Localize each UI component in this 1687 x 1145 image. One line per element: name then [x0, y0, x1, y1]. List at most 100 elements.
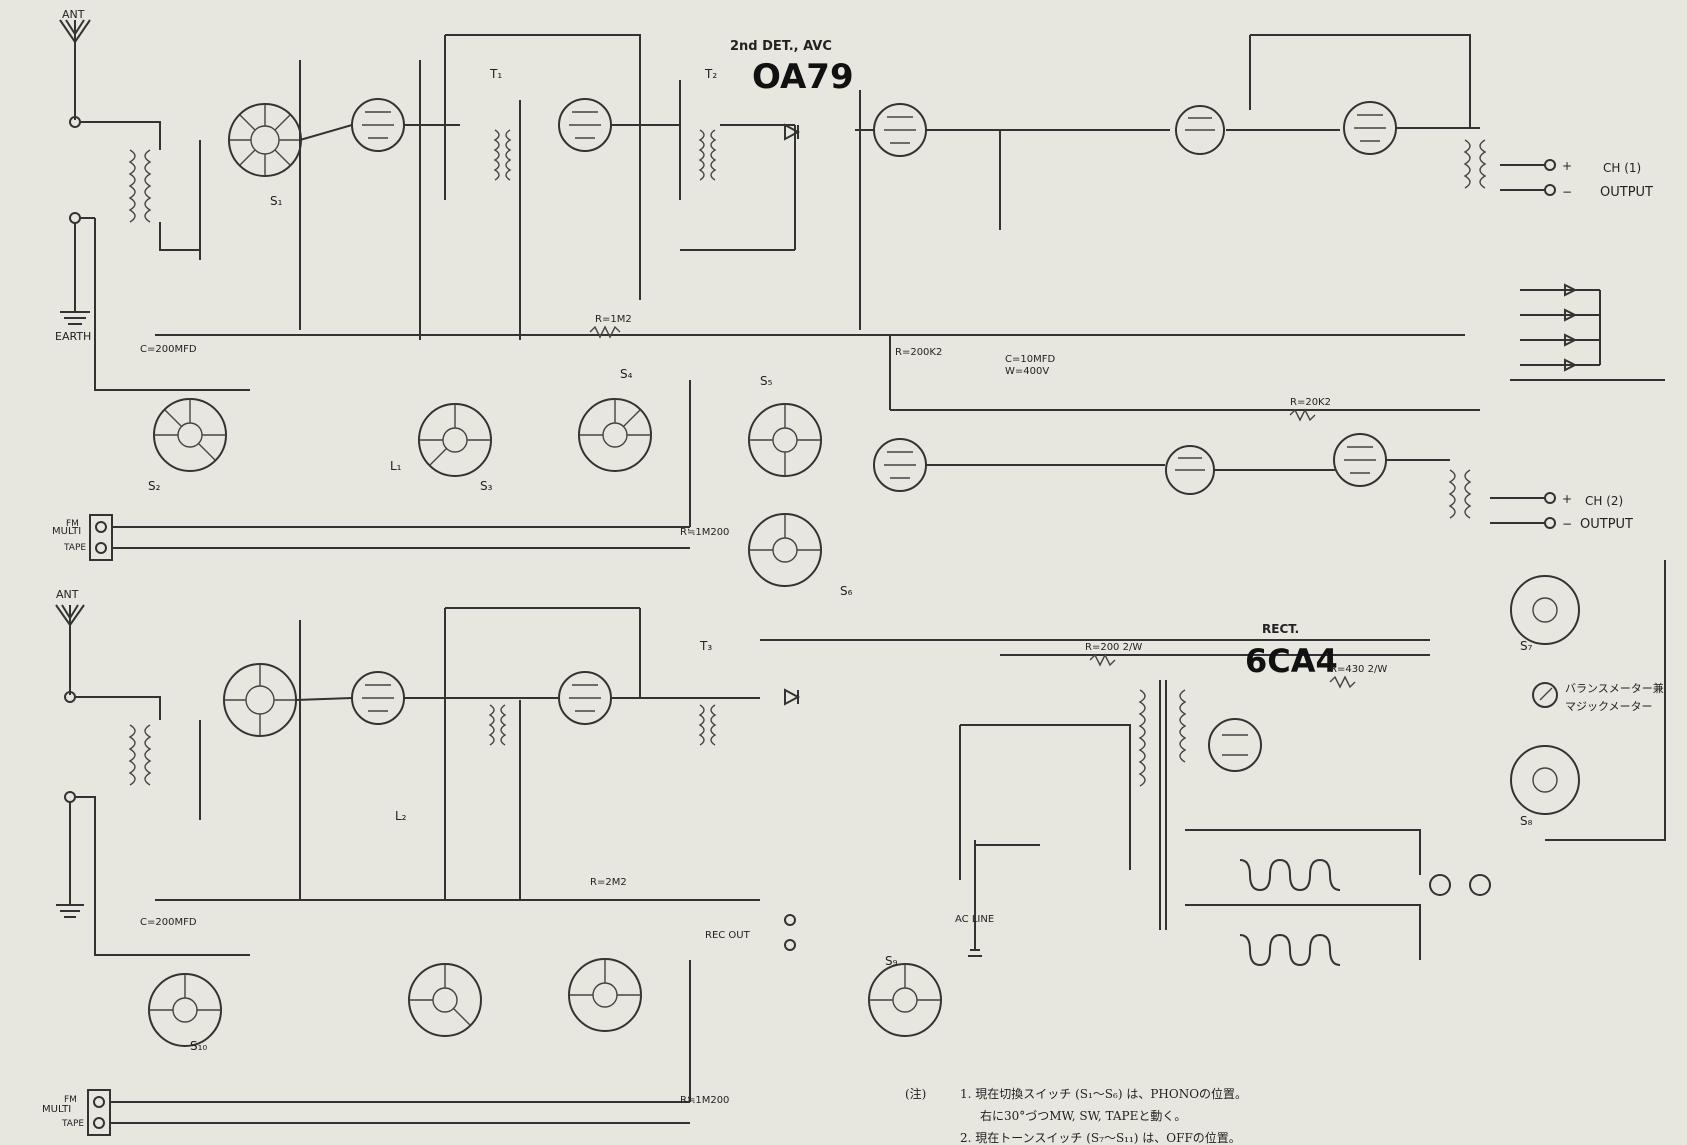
switch-label: T₃: [699, 639, 712, 653]
output-top-plus: +: [1562, 159, 1572, 173]
multi-top-tape: TAPE: [63, 543, 86, 553]
switch-label: L₁: [390, 459, 402, 473]
switch-s3-top-icon: [153, 398, 227, 472]
detector-tube-label: OA79: [752, 57, 854, 97]
switch-label: S₁₀: [190, 1039, 207, 1053]
tube-rf-top-icon: [351, 98, 405, 152]
comp-r-1m200: R≒1M200: [680, 527, 729, 538]
switch-label: S₆: [840, 584, 853, 598]
tube-audio2-top-icon: [1175, 105, 1225, 155]
switch-s9-bottom-icon: [868, 963, 942, 1037]
tube-output-mid-icon: [1333, 433, 1387, 487]
detector-diode-top-icon: [784, 123, 801, 141]
switch-label: L₂: [395, 809, 407, 823]
multi-bottom-tape: TAPE: [61, 1119, 84, 1129]
output-bottom-plus-terminal: [1544, 492, 1556, 504]
tube-output-top-icon: [1343, 101, 1397, 155]
multi-jack-top-icon: [89, 514, 113, 561]
tube-audio3-mid-icon: [873, 438, 927, 492]
pilot-lamp-2-icon: [1469, 874, 1491, 896]
comp-r-200-1w: R=200 2/W: [1085, 642, 1142, 653]
tube-if-top-icon: [558, 98, 612, 152]
ant-top-label: ANT: [62, 8, 85, 21]
tuning-meter-label: マジックメーター: [1565, 700, 1653, 713]
switch-s1-bottom-icon: [223, 663, 297, 737]
output-bottom-plus: +: [1562, 492, 1572, 506]
output-top-plus-terminal: [1544, 159, 1556, 171]
detector-diode-bottom-icon: [784, 688, 801, 706]
power-transformer-icon: [1138, 680, 1187, 930]
switch-label: S₂: [148, 479, 161, 493]
switch-s4-bottom-icon: [568, 958, 642, 1032]
multi-bottom-label: MULTI: [42, 1104, 71, 1115]
rec-out-r-terminal: [784, 939, 796, 951]
switch-label: S₈: [1520, 814, 1533, 828]
tube-rf-bottom-icon: [351, 671, 405, 725]
switch-s3-bottom-icon: [148, 973, 222, 1047]
comp-r-430-1w: R=430 2/W: [1330, 664, 1387, 675]
output-top-minus-terminal: [1544, 184, 1556, 196]
output-bottom-label: OUTPUT: [1580, 517, 1633, 532]
rec-out-l-terminal: [784, 914, 796, 926]
output-top-minus: −: [1562, 185, 1572, 199]
comp-c-10mfd: C=10MFD: [1005, 354, 1055, 365]
transformer-t1-bottom-icon: [488, 704, 507, 746]
comp-c-400v: W=400V: [1005, 366, 1049, 377]
switch-s2-top-icon: [418, 403, 492, 477]
pilot-lamp-1-icon: [1429, 874, 1451, 896]
switch-label: S₃: [480, 479, 493, 493]
output-bottom-ch: CH (2): [1585, 494, 1623, 508]
output-top-label: OUTPUT: [1600, 185, 1653, 200]
output-transformer-mid-icon: [1448, 469, 1472, 519]
note-line1: 1. 現在切換スイッチ (S₁〜S₆) は、PHONOの位置。: [960, 1086, 1247, 1101]
comp-c-bottom-left: C=200MFD: [140, 917, 197, 928]
tube-audio1-top-icon: [873, 103, 927, 157]
comp-r-1m200b: R≒1M200: [680, 1095, 729, 1106]
earth-icon: [60, 222, 90, 325]
switch-s2-bottom-icon: [408, 963, 482, 1037]
switch-s1-top-icon: [228, 103, 302, 177]
switch-label: S₁: [270, 194, 283, 208]
switch-label: S₄: [620, 367, 633, 381]
rec-out-label: REC OUT: [705, 930, 751, 941]
tube-audio4-mid-icon: [1165, 445, 1215, 495]
comp-r-1m2: R=1M2: [595, 314, 632, 325]
comp-r-2m2: R=2M2: [590, 877, 627, 888]
switch-s4-top-icon: [578, 398, 652, 472]
diode-stack-icon: [1520, 283, 1601, 372]
switch-label: S₉: [885, 954, 898, 968]
transformer-t2-top-icon: [698, 129, 717, 181]
detector-title: 2nd DET., AVC: [730, 39, 832, 54]
switch-s5-top-icon: [748, 403, 822, 477]
note-line2: 2. 現在トーンスイッチ (S₇〜S₁₁) は、OFFの位置。: [960, 1130, 1241, 1145]
note-marker: (注): [905, 1086, 926, 1101]
multi-jack-bottom-icon: [87, 1089, 111, 1136]
switch-s7-right-icon: [1510, 575, 1580, 645]
output-bottom-minus: −: [1562, 517, 1572, 531]
ant-bottom-label: ANT: [56, 588, 79, 601]
transformer-t1-top-icon: [493, 129, 512, 181]
switch-s11-right-icon: [1510, 745, 1580, 815]
balance-meter-icon: [1532, 682, 1558, 708]
switch-label: S₅: [760, 374, 773, 388]
comp-c-top-left: C=200MFD: [140, 344, 197, 355]
comp-r-200k: R=200K2: [895, 347, 942, 358]
switch-s10-top-icon: [748, 513, 822, 587]
balance-meter-label: バランスメーター兼: [1565, 682, 1664, 695]
multi-top-label: MULTI: [52, 526, 81, 537]
output-transformer-top-icon: [1463, 139, 1487, 189]
ac-line-label: AC LINE: [955, 914, 994, 925]
rectifier-tube-icon: [1208, 718, 1262, 772]
earth-label: EARTH: [55, 330, 91, 343]
switch-label: T₂: [704, 67, 717, 81]
comp-r-20k: R=20K2: [1290, 397, 1331, 408]
multi-bottom-fm: FM: [64, 1095, 77, 1105]
multi-top-fm: FM: [66, 519, 79, 529]
rect-tube-label: 6CA4: [1245, 642, 1338, 680]
antenna-bottom-icon: [55, 604, 85, 918]
transformer-t2-bottom-icon: [698, 704, 717, 746]
switch-label: S₇: [1520, 639, 1533, 653]
